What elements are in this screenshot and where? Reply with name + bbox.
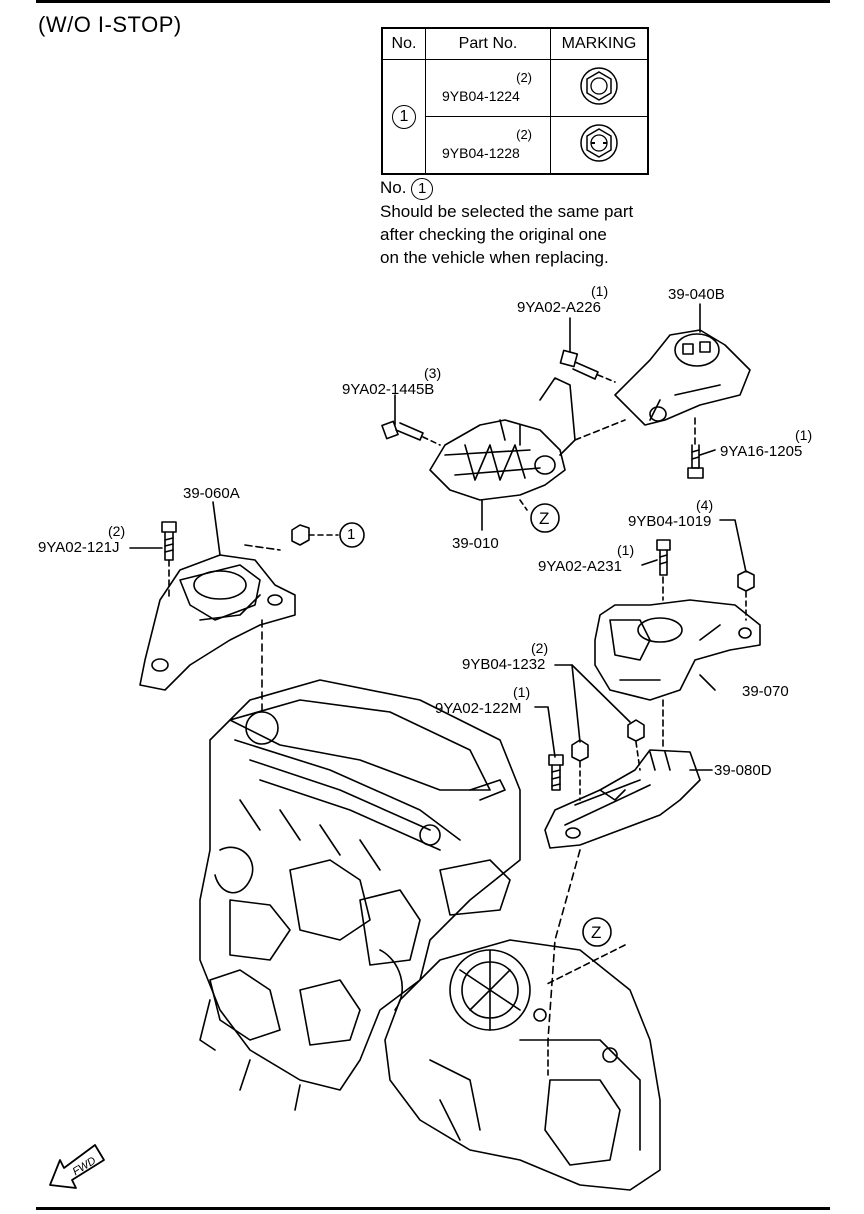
callout-39-080d: 39-080D — [714, 762, 772, 779]
callout-a231-qty: (1) — [617, 542, 635, 558]
hex-nut-marking-2-icon — [580, 123, 618, 162]
callout-122m-qty: (1) — [513, 684, 531, 700]
nut-1019-drawing — [737, 570, 755, 621]
nut-1232-left-drawing — [571, 739, 589, 801]
part-qty-1: (2) — [516, 70, 532, 85]
note-heading: No. 1 — [380, 176, 633, 200]
callout-39-070: 39-070 — [742, 683, 789, 700]
callout-1019-part: 9YB04-1019 — [628, 513, 712, 530]
callout-1232-qty: (2) — [531, 640, 549, 656]
bottom-rule — [36, 1207, 830, 1210]
callout-a226-part: 9YA02-A226 — [517, 299, 601, 316]
marking-cell-2 — [550, 116, 649, 175]
note-line-3: on the vehicle when replacing. — [380, 248, 609, 267]
callout-1205-part: 9YA16-1205 — [720, 443, 803, 460]
callout-circle-1: 1 — [347, 526, 356, 543]
note-item-circle: 1 — [411, 178, 434, 200]
nut-upper-left-drawing — [291, 522, 365, 548]
callout-121j-part: 9YA02-121J — [38, 539, 120, 556]
marking-table: No. Part No. MARKING 1 (2) 9YB04-1224 (2… — [381, 27, 649, 175]
bolt-122m-drawing — [548, 754, 564, 791]
engine-block-drawing — [199, 679, 521, 1111]
callout-39-040b: 39-040B — [668, 286, 725, 303]
transmission-drawing — [384, 939, 661, 1191]
callout-1205-qty: (1) — [795, 427, 813, 443]
part-cell-2: (2) 9YB04-1228 — [425, 116, 551, 175]
nut-1232-right-drawing — [627, 719, 645, 771]
bolt-1205-drawing — [687, 444, 704, 479]
part-number-2: 9YB04-1228 — [442, 145, 520, 161]
callout-122m-part: 9YA02-122M — [435, 700, 522, 717]
marking-cell-1 — [550, 59, 649, 117]
trans-bracket-drawing — [544, 749, 701, 849]
fwd-arrow-icon: FWD — [49, 1144, 105, 1189]
engine-mount-member-drawing — [429, 377, 626, 501]
callout-1232-part: 9YB04-1232 — [462, 656, 546, 673]
note-line-2: after checking the original one — [380, 225, 607, 244]
callout-z-lower: Z — [591, 923, 602, 942]
bolt-1445b-drawing — [381, 420, 441, 446]
selection-note: No. 1 Should be selected the same part a… — [380, 176, 633, 269]
callout-1445b-part: 9YA02-1445B — [342, 381, 435, 398]
part-qty-2: (2) — [516, 127, 532, 142]
page-title: (W/O I-STOP) — [38, 12, 182, 37]
item-number-cell: 1 — [381, 59, 426, 175]
header-part-no: Part No. — [425, 27, 551, 60]
note-prefix: No. — [380, 178, 407, 197]
callout-39-010: 39-010 — [452, 535, 499, 552]
callout-a226-qty: (1) — [591, 283, 609, 299]
part-number-1: 9YB04-1224 — [442, 88, 520, 104]
callout-121j-qty: (2) — [108, 523, 126, 539]
item-number-circle: 1 — [392, 104, 416, 129]
callout-z-upper: Z — [539, 509, 550, 528]
header-marking: MARKING — [550, 27, 649, 60]
lh-mount-drawing — [139, 544, 296, 691]
callout-1019-qty: (4) — [696, 497, 714, 513]
hex-nut-marking-1-icon — [580, 66, 618, 105]
trans-mount-drawing — [594, 599, 761, 701]
bolt-a226-drawing — [559, 349, 616, 383]
rh-mount-drawing — [614, 329, 751, 446]
note-line-1: Should be selected the same part — [380, 202, 634, 221]
top-rule — [36, 0, 830, 3]
bolt-121j-drawing — [161, 521, 177, 601]
callout-39-060a: 39-060A — [183, 485, 240, 502]
part-cell-1: (2) 9YB04-1224 — [425, 59, 551, 117]
callout-1445b-qty: (3) — [424, 365, 442, 381]
callout-a231-part: 9YA02-A231 — [538, 558, 622, 575]
bolt-a231-drawing — [656, 539, 671, 601]
